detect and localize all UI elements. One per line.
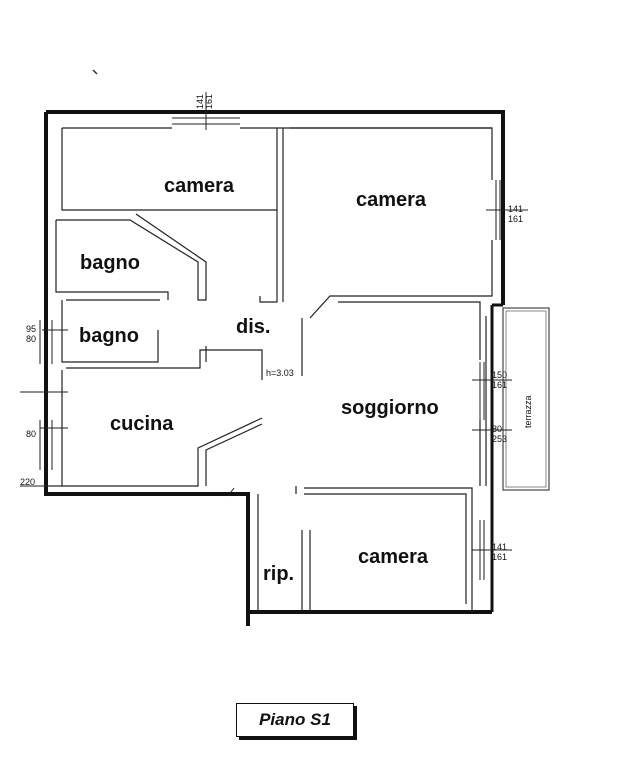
scan-mark [92, 69, 98, 75]
inner-walls [46, 127, 493, 612]
room-label-rip: rip. [263, 563, 294, 585]
dim-ne-window-b: 161 [508, 214, 523, 224]
dim-height: h=3.03 [266, 368, 294, 378]
room-label-soggiorno: soggiorno [341, 397, 439, 419]
room-label-terrazza: terrazza [523, 395, 533, 428]
dim-west-d: 220 [20, 477, 35, 487]
dim-west-a: 95 [26, 324, 36, 334]
room-label-cucina: cucina [110, 413, 174, 435]
room-label-dis: dis. [236, 316, 270, 338]
room-label-bagno-1: bagno [80, 252, 140, 274]
dim-soggiorno-c: 80 [492, 424, 502, 434]
dim-soggiorno-a: 150 [492, 370, 507, 380]
terrace [502, 307, 550, 491]
dim-west-b: 80 [26, 334, 36, 344]
windows [20, 92, 528, 580]
room-label-bagno-2: bagno [79, 325, 139, 347]
dim-west-c: 80 [26, 429, 36, 439]
room-label-camera-se: camera [358, 546, 429, 568]
dim-top-window-a: 161 [204, 94, 214, 109]
dim-se-window-a: 141 [492, 542, 507, 552]
room-label-camera-nw: camera [164, 175, 235, 197]
dim-soggiorno-d: 253 [492, 434, 507, 444]
dim-ne-window-a: 141 [508, 204, 523, 214]
dim-top-window-b: 141 [195, 94, 205, 109]
plan-title-box: Piano S1 [236, 703, 354, 737]
plan-title: Piano S1 [259, 710, 331, 729]
dim-soggiorno-b: 161 [492, 380, 507, 390]
outer-walls [44, 110, 505, 626]
dim-se-window-b: 161 [492, 552, 507, 562]
room-label-camera-ne: camera [356, 189, 427, 211]
